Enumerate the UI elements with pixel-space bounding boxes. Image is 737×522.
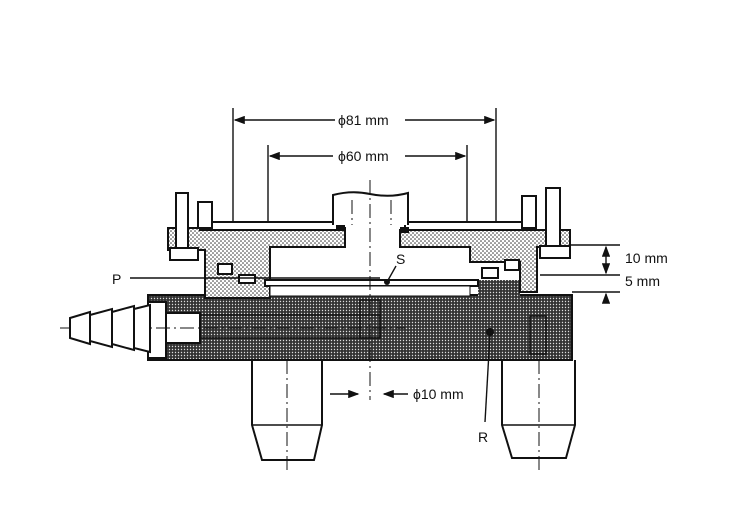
label-diameter-81: ϕ81 mm xyxy=(338,112,389,128)
label-diameter-60: ϕ60 mm xyxy=(338,148,389,164)
support-legs xyxy=(251,360,576,470)
label-10mm: 10 mm xyxy=(625,250,668,266)
label-r: R xyxy=(478,429,488,445)
screw-bore xyxy=(529,315,547,355)
label-p: P xyxy=(112,271,121,287)
base-upper-right xyxy=(478,280,520,298)
sample-disc xyxy=(264,279,479,287)
label-s: S xyxy=(396,251,405,267)
label-diameter-10: ϕ10 mm xyxy=(413,386,464,402)
dimension-60mm: ϕ60 mm xyxy=(267,145,468,222)
hose-barb-fitting xyxy=(69,303,151,354)
label-5mm: 5 mm xyxy=(625,273,660,289)
window-left xyxy=(199,221,341,231)
dimension-10mm: ϕ10 mm xyxy=(330,386,464,402)
window-right xyxy=(404,221,528,231)
dimension-heights: 10 mm 5 mm xyxy=(540,244,668,304)
top-plate-right xyxy=(399,229,571,293)
clamping-screws xyxy=(169,187,571,284)
dimension-81mm: ϕ81 mm xyxy=(232,108,497,222)
